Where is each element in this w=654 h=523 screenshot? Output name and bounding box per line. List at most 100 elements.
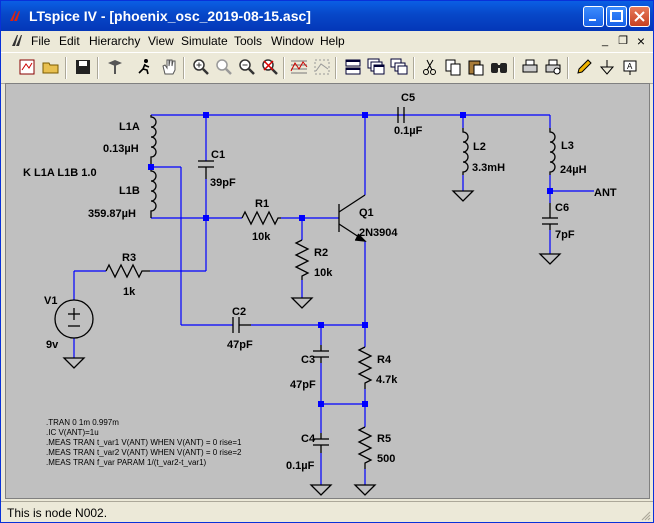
zoom-cancel-icon[interactable]: [260, 57, 280, 77]
menu-file[interactable]: File: [31, 34, 51, 48]
pencil-icon[interactable]: [574, 57, 594, 77]
label-c3-value: 47pF: [290, 379, 316, 391]
copy-icon[interactable]: [443, 57, 463, 77]
directive-meas-tvar1[interactable]: .MEAS TRAN t_var1 V(ANT) WHEN V(ANT) = 0…: [46, 438, 242, 447]
label-c6: C6: [555, 202, 569, 214]
document-icon[interactable]: [9, 33, 25, 49]
junctions: [148, 112, 553, 407]
label-r5-value: 500: [377, 453, 395, 465]
menu-hierarchy[interactable]: Hierarchy: [89, 34, 141, 48]
label-l3: L3: [561, 140, 574, 152]
title-bar[interactable]: LTspice IV - [phoenix_osc_2019-08-15.asc…: [1, 1, 653, 31]
toolbar-separator: [183, 57, 185, 79]
spice-directives[interactable]: .TRAN 0 1m 0.997m .IC V(ANT)=1u .MEAS TR…: [46, 418, 242, 467]
label-r2: R2: [314, 247, 328, 259]
schematic-canvas[interactable]: L1A 0.13µH K L1A L1B 1.0 L1B 359.87µH C1…: [5, 83, 650, 499]
zoom-in-icon[interactable]: [191, 57, 211, 77]
label-c4-value: 0.1µF: [286, 460, 315, 472]
control-panel-icon[interactable]: [105, 57, 125, 77]
label-c4: C4: [301, 433, 316, 445]
minimize-icon: [589, 19, 596, 21]
label-c1-value: 39pF: [210, 177, 236, 189]
maximize-window-button[interactable]: [606, 6, 627, 27]
waveform-icon[interactable]: [289, 57, 309, 77]
mdi-close-button[interactable]: ×: [636, 33, 646, 49]
pan-icon[interactable]: [159, 57, 179, 77]
label-ant: ANT: [594, 187, 617, 199]
components: [54, 107, 562, 496]
print-icon[interactable]: [520, 57, 540, 77]
menu-view[interactable]: View: [148, 34, 174, 48]
save-icon[interactable]: [73, 57, 93, 77]
directive-meas-tvar2[interactable]: .MEAS TRAN t_var2 V(ANT) WHEN V(ANT) = 0…: [46, 448, 242, 457]
paste-icon[interactable]: [466, 57, 486, 77]
minimize-window-button[interactable]: [583, 6, 604, 27]
toolbar-separator: [335, 57, 337, 79]
cascade-icon[interactable]: [366, 57, 386, 77]
open-icon[interactable]: [41, 57, 61, 77]
menu-simulate[interactable]: Simulate: [181, 34, 228, 48]
label-l1b-value: 359.87µH: [88, 208, 136, 220]
label-c2: C2: [232, 306, 246, 318]
toolbar-separator: [413, 57, 415, 79]
toolbar-separator: [65, 57, 67, 79]
label-r1-value: 10k: [252, 231, 271, 243]
ltspice-app-icon: [10, 11, 20, 21]
label-c5: C5: [401, 92, 415, 104]
toolbar-separator: [97, 57, 99, 79]
label-c6-value: 7pF: [555, 229, 575, 241]
label-v1-value: 9v: [46, 339, 59, 351]
find-icon[interactable]: [489, 57, 509, 77]
menu-bar: File Edit Hierarchy View Simulate Tools …: [1, 31, 653, 51]
schematic-drawing[interactable]: L1A 0.13µH K L1A L1B 1.0 L1B 359.87µH C1…: [6, 84, 649, 498]
label-r3-value: 1k: [123, 286, 136, 298]
label-l3-value: 24µH: [560, 164, 587, 176]
label-l1a: L1A: [119, 121, 140, 133]
label-l2: L2: [473, 141, 486, 153]
label-r1: R1: [255, 198, 269, 210]
toolbar-separator: [513, 57, 515, 79]
label-r4: R4: [377, 354, 392, 366]
label-l1b: L1B: [119, 185, 140, 197]
menu-help[interactable]: Help: [320, 34, 345, 48]
label-c2-value: 47pF: [227, 339, 253, 351]
label-l2-value: 3.3mH: [472, 162, 505, 174]
directive-tran[interactable]: .TRAN 0 1m 0.997m: [46, 418, 119, 427]
menu-edit[interactable]: Edit: [59, 34, 80, 48]
tile-vertical-icon[interactable]: [389, 57, 409, 77]
menu-tools[interactable]: Tools: [234, 34, 263, 48]
svg-text:A: A: [627, 62, 633, 71]
label-v1: V1: [44, 295, 57, 307]
run-icon[interactable]: [135, 57, 155, 77]
tile-horizontal-icon[interactable]: [343, 57, 363, 77]
mdi-minimize-button[interactable]: _: [601, 35, 609, 47]
close-icon: [634, 11, 645, 22]
close-window-button[interactable]: [629, 6, 650, 27]
print-preview-icon[interactable]: [543, 57, 563, 77]
component-labels: L1A 0.13µH K L1A L1B 1.0 L1B 359.87µH C1…: [23, 92, 617, 472]
waveform-autoscale-icon[interactable]: [312, 57, 332, 77]
directive-ic[interactable]: .IC V(ANT)=1u: [46, 428, 99, 437]
maximize-icon: [610, 10, 623, 22]
toolbar: A: [1, 52, 653, 84]
status-text: This is node N002.: [7, 506, 108, 520]
ground-icon[interactable]: [597, 57, 617, 77]
mdi-restore-button[interactable]: ❐: [618, 35, 628, 47]
menu-window[interactable]: Window: [271, 34, 314, 48]
resize-grip-icon[interactable]: [639, 509, 651, 521]
label-c5-value: 0.1µF: [394, 125, 423, 137]
label-c3: C3: [301, 354, 315, 366]
label-r4-value: 4.7k: [376, 374, 398, 386]
label-r2-value: 10k: [314, 267, 333, 279]
directive-meas-fvar[interactable]: .MEAS TRAN f_var PARAM 1/(t_var2-t_var1): [46, 458, 207, 467]
label-icon[interactable]: A: [620, 57, 640, 77]
toolbar-separator: [567, 57, 569, 79]
label-q1: Q1: [359, 207, 374, 219]
zoom-area-icon[interactable]: [214, 57, 234, 77]
new-schematic-icon[interactable]: [17, 57, 37, 77]
cut-icon[interactable]: [420, 57, 440, 77]
window-title: LTspice IV - [phoenix_osc_2019-08-15.asc…: [29, 8, 311, 24]
zoom-out-icon[interactable]: [237, 57, 257, 77]
label-q1-value: 2N3904: [359, 227, 398, 239]
